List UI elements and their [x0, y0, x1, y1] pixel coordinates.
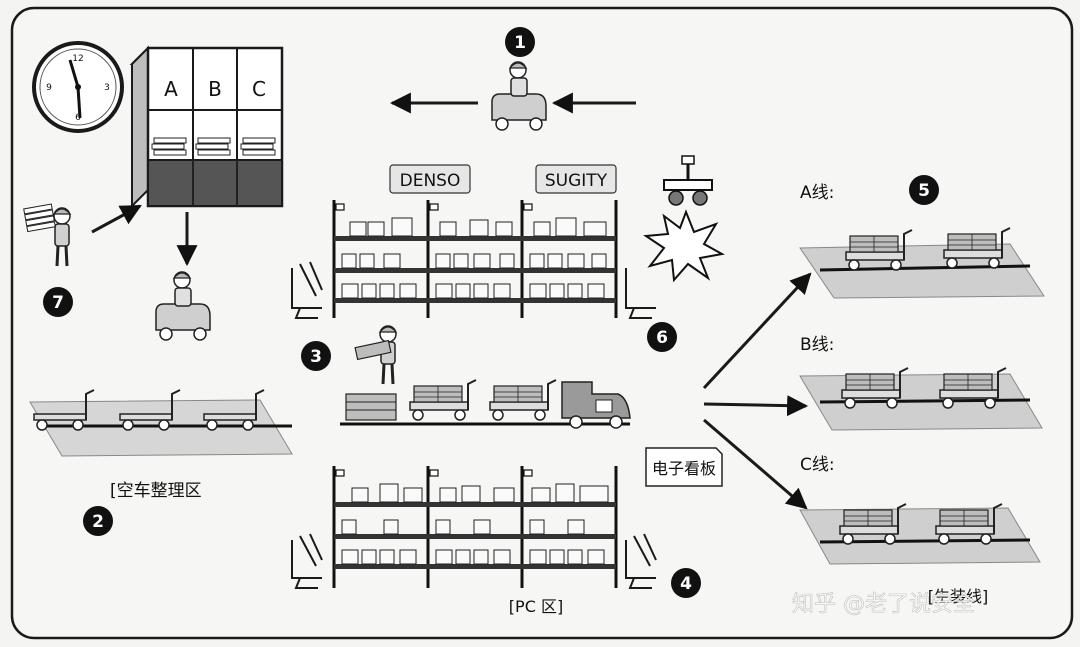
cabinet-label-a: A [164, 77, 178, 101]
svg-text:4: 4 [680, 574, 692, 594]
svg-text:5: 5 [918, 181, 930, 201]
cabinet-label-c: C [252, 77, 266, 101]
step-badge-7: 7 [43, 287, 73, 317]
arrow-to-line-b [703, 395, 809, 417]
step-badge-1: 1 [505, 27, 535, 57]
clock-12: 12 [72, 54, 83, 64]
clock-icon: 12 3 9 6 [32, 41, 124, 133]
assembly-line-area-label: [生装线] [928, 587, 989, 606]
svg-text:3: 3 [310, 347, 322, 367]
arrow-worker-to-cabinet [91, 204, 142, 234]
step-badge-4: 4 [671, 568, 701, 598]
sugity-label: SUGITY [545, 171, 608, 191]
tow-truck [561, 381, 631, 429]
pc-area-label: [PC 区] [509, 597, 563, 616]
step-badge-5: 5 [909, 175, 939, 205]
clock-6: 6 [75, 113, 81, 123]
clock-3: 3 [104, 83, 110, 93]
empty-cart-area [29, 389, 293, 457]
arrow-to-line-c [703, 418, 808, 510]
svg-text:1: 1 [514, 33, 526, 53]
electronic-kanban-card: 电子看板 [645, 447, 723, 487]
line-c-label: C线: [800, 455, 835, 475]
upper-racks: DENSO SUGITY [291, 164, 656, 319]
arrow-to-line-a [702, 272, 812, 390]
worker-with-kanban-cards [23, 203, 72, 268]
denso-label-box [389, 164, 471, 194]
step-badge-6: 6 [647, 322, 677, 352]
step-badge-3: 3 [301, 341, 331, 371]
loading-area [340, 324, 631, 429]
sugity-label-box [535, 164, 617, 194]
assembly-line-c [799, 503, 1041, 565]
crane-hoist-icon [663, 155, 713, 206]
line-a-label: A线: [800, 183, 834, 203]
cabinet-label-b: B [208, 77, 222, 101]
alert-burst-icon [643, 209, 725, 283]
svg-text:7: 7 [52, 293, 64, 313]
clock-9: 9 [46, 83, 52, 93]
denso-label: DENSO [400, 171, 461, 191]
lower-racks [291, 466, 657, 589]
svg-text:2: 2 [92, 512, 104, 532]
kanban-cabinet: A B C [129, 45, 284, 209]
empty-cart-area-label: [空车整理区 [110, 481, 202, 501]
svg-text:6: 6 [656, 328, 668, 348]
assembly-line-b [799, 367, 1043, 431]
electronic-kanban-label: 电子看板 [652, 459, 716, 478]
step-badge-2: 2 [83, 506, 113, 536]
watermark: 知乎 @老了说安全 [792, 592, 975, 617]
line-b-label: B线: [800, 335, 834, 355]
assembly-line-a [799, 227, 1045, 299]
